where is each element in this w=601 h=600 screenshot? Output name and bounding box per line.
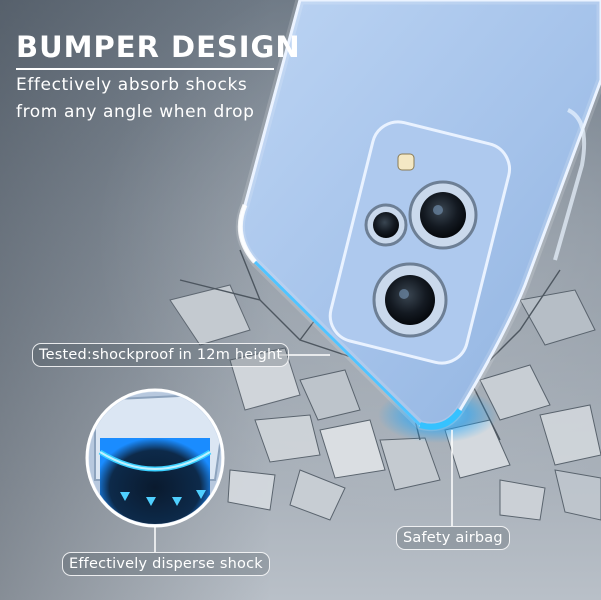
page-title: BUMPER DESIGN <box>16 30 301 64</box>
zoom-detail <box>85 388 225 528</box>
title-underline <box>16 68 274 70</box>
camera-module <box>328 120 511 365</box>
arrow-down-icon <box>120 490 206 506</box>
disperse-callout: Effectively disperse shock <box>62 552 270 576</box>
page-subtitle: Effectively absorb shocks from any angle… <box>16 75 255 122</box>
callout-lines <box>154 354 453 552</box>
airbag-callout: Safety airbag <box>396 526 510 550</box>
debris-field <box>169 249 601 521</box>
tested-callout: Tested:shockproof in 12m height <box>32 343 290 367</box>
